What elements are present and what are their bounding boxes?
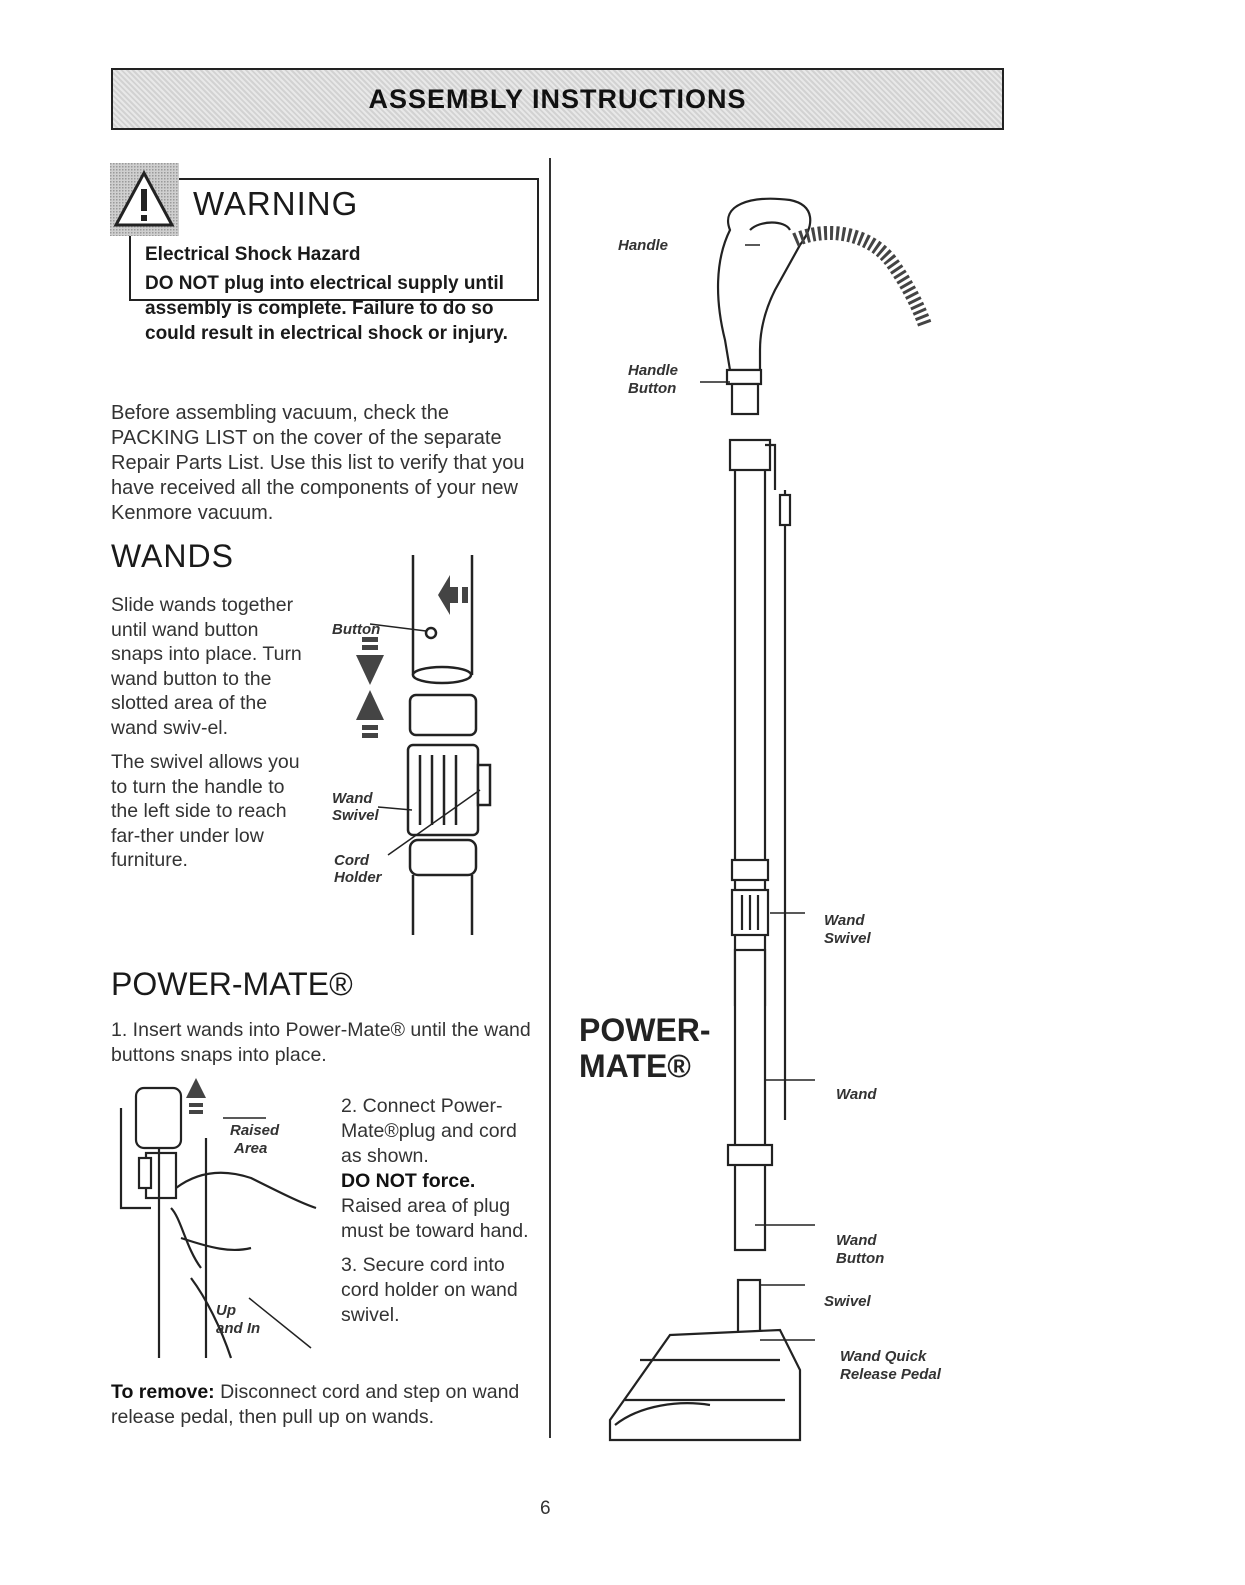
page-title: ASSEMBLY INSTRUCTIONS — [368, 83, 747, 114]
warning-subtitle: Electrical Shock Hazard — [145, 244, 361, 265]
remove-instructions: To remove: Disconnect cord and step on w… — [111, 1380, 551, 1430]
remove-text: Disconnect cord and step on wand release… — [111, 1381, 520, 1428]
wand-button-label-1: Wand — [836, 1232, 877, 1249]
warning-body: Electrical Shock Hazard DO NOT plug into… — [145, 242, 535, 346]
power-mate-step-2: 2. Connect Power-Mate®plug and cord as s… — [341, 1094, 541, 1244]
handle-button-label-1: Handle — [628, 362, 679, 379]
raised-area-label-2: Area — [234, 1140, 268, 1157]
wand-connection-illustration — [356, 555, 492, 935]
power-mate-heading-line-2: MATE® — [579, 1048, 691, 1084]
wand-button-label-2: Button — [836, 1250, 885, 1267]
release-pedal-label-1: Wand Quick — [840, 1348, 927, 1365]
wands-instructions: Slide wands together until wand button s… — [111, 593, 306, 883]
power-mate-heading-line-1: POWER- — [579, 1012, 711, 1048]
wands-button-label: Button — [332, 621, 381, 638]
up-and-in-label-2: and In — [216, 1320, 261, 1337]
wand-swivel-label-2: Swivel — [824, 930, 871, 947]
intro-paragraph: Before assembling vacuum, check the PACK… — [111, 401, 541, 526]
wands-swivel-label-1: Wand — [332, 790, 373, 807]
swivel-label: Swivel — [824, 1293, 871, 1310]
release-pedal-label-2: Release Pedal — [840, 1366, 941, 1383]
wand-label: Wand — [836, 1086, 877, 1103]
power-mate-step-1: 1. Insert wands into Power-Mate® until t… — [111, 1019, 531, 1066]
wands-para-2: The swivel allows you to turn the handle… — [111, 751, 300, 871]
page-number: 6 — [540, 1498, 551, 1519]
step-2-warning: DO NOT force. — [341, 1170, 476, 1192]
warning-triangle-icon — [110, 163, 179, 236]
raised-area-label-1: Raised — [230, 1122, 280, 1139]
intro-text: Before assembling vacuum, check the PACK… — [111, 402, 525, 524]
power-mate-assembly-illustration — [608, 197, 932, 1442]
wands-cord-holder-label-1: Cord — [334, 852, 369, 869]
power-mate-diagram-heading: POWER- MATE® — [579, 1012, 711, 1084]
warning-text: DO NOT plug into electrical supply until… — [145, 273, 508, 344]
remove-label: To remove: — [111, 1381, 215, 1403]
wands-para-1: Slide wands together until wand button s… — [111, 594, 302, 739]
up-and-in-label-1: Up — [216, 1302, 236, 1319]
step-2-text: 2. Connect Power-Mate®plug and cord as s… — [341, 1095, 517, 1167]
step-2-rest: Raised area of plug must be toward hand. — [341, 1195, 529, 1242]
wands-swivel-label-2: Swivel — [332, 807, 379, 824]
handle-button-label-2: Button — [628, 380, 677, 397]
wand-swivel-label-1: Wand — [824, 912, 865, 929]
warning-title: WARNING — [193, 185, 359, 222]
warning-box — [129, 178, 539, 301]
power-mate-heading: POWER-MATE® — [111, 966, 353, 1002]
plug-connection-illustration — [119, 1078, 317, 1359]
handle-label: Handle — [618, 237, 669, 254]
column-divider — [549, 158, 551, 1438]
power-mate-step-3: 3. Secure cord into cord holder on wand … — [341, 1254, 518, 1326]
wands-heading: WANDS — [111, 538, 234, 574]
header-banner: ASSEMBLY INSTRUCTIONS — [111, 68, 1004, 130]
wands-cord-holder-label-2: Holder — [334, 869, 382, 886]
power-mate-steps: 2. Connect Power-Mate®plug and cord as s… — [341, 1094, 541, 1337]
